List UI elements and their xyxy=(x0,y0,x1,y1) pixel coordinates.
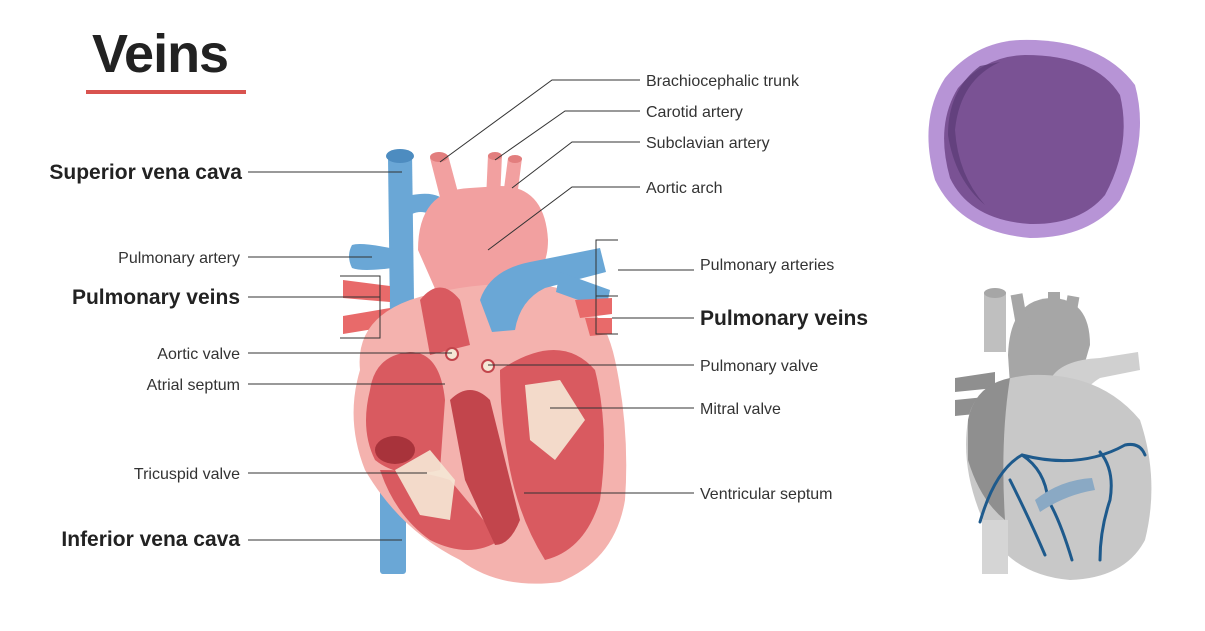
label-ventricular-septum: Ventricular septum xyxy=(700,486,833,503)
coronary-vein-network xyxy=(978,443,1147,562)
label-tricuspid-valve: Tricuspid valve xyxy=(134,466,240,483)
aortic-valve-ring xyxy=(445,347,459,361)
labels-right: Brachiocephalic trunk Carotid artery Sub… xyxy=(646,73,868,503)
right-pulmonary-vein-upper xyxy=(575,298,612,318)
label-pulmonary-veins-left: Pulmonary veins xyxy=(72,286,240,309)
grey-heart-branch-1 xyxy=(1010,293,1030,335)
mitral-valve-leaflets xyxy=(525,380,585,460)
grey-heart-branch-2 xyxy=(1048,292,1060,332)
vein-cross-section xyxy=(928,39,1140,238)
label-inferior-vena-cava: Inferior vena cava xyxy=(61,528,240,551)
right-pulmonary-vein-lower xyxy=(585,318,612,336)
vein-cross-section-lumen xyxy=(944,55,1124,225)
page-title: Veins xyxy=(92,24,229,84)
superior-vena-cava-opening xyxy=(386,149,414,163)
left-pulmonary-vein-upper xyxy=(343,280,390,302)
brachiocephalic-trunk-vessel xyxy=(430,155,460,205)
label-pulmonary-veins-right: Pulmonary veins xyxy=(700,307,868,330)
label-subclavian-artery: Subclavian artery xyxy=(646,135,770,152)
heart-illustration xyxy=(343,149,627,584)
brachiocephalic-opening xyxy=(430,152,448,162)
heart-coronary-veins-illustration xyxy=(955,288,1152,580)
atrial-septum-muscle xyxy=(375,436,415,464)
label-aortic-valve: Aortic valve xyxy=(157,346,240,363)
label-pulmonary-artery: Pulmonary artery xyxy=(118,250,240,267)
grey-heart-svc-opening xyxy=(984,288,1006,298)
leader-carotid-artery xyxy=(494,110,640,161)
subclavian-opening xyxy=(508,155,522,163)
label-superior-vena-cava: Superior vena cava xyxy=(49,161,242,184)
grey-heart-body xyxy=(966,374,1152,580)
superior-vena-cava-vessel xyxy=(388,152,414,318)
grey-heart-ivc xyxy=(982,520,1008,574)
label-pulmonary-valve: Pulmonary valve xyxy=(700,358,818,375)
subclavian-artery-vessel xyxy=(502,158,522,205)
label-brachiocephalic-trunk: Brachiocephalic trunk xyxy=(646,73,800,90)
grey-heart-branch-3 xyxy=(1060,295,1080,337)
leader-subclavian-artery xyxy=(511,141,640,189)
pulmonary-trunk-vessel xyxy=(480,248,606,332)
vein-cross-section-inner-shadow xyxy=(948,62,1000,205)
leader-brachiocephalic-trunk xyxy=(439,79,640,163)
ventricular-septum-muscle xyxy=(450,390,520,545)
bracket-pulmonary-veins-right xyxy=(595,295,618,335)
tricuspid-valve-leaflets xyxy=(395,450,455,520)
label-aortic-arch: Aortic arch xyxy=(646,180,722,197)
left-atrium-chamber xyxy=(420,287,470,355)
grey-heart-right-side xyxy=(968,378,1010,520)
leader-aortic-arch xyxy=(487,186,640,251)
label-atrial-septum: Atrial septum xyxy=(147,377,240,394)
label-mitral-valve: Mitral valve xyxy=(700,401,781,418)
pulmonary-valve-ring xyxy=(481,359,495,373)
carotid-artery-vessel xyxy=(486,155,502,200)
label-pulmonary-arteries: Pulmonary arteries xyxy=(700,257,834,274)
coronary-sinus xyxy=(1035,478,1095,512)
label-carotid-artery: Carotid artery xyxy=(646,104,743,121)
title-underline xyxy=(86,90,246,94)
leader-lines xyxy=(248,79,694,541)
grey-heart-svc xyxy=(984,292,1006,352)
bracket-pulmonary-veins-left xyxy=(340,275,381,339)
labels-left: Superior vena cava Pulmonary artery Pulm… xyxy=(49,161,242,551)
